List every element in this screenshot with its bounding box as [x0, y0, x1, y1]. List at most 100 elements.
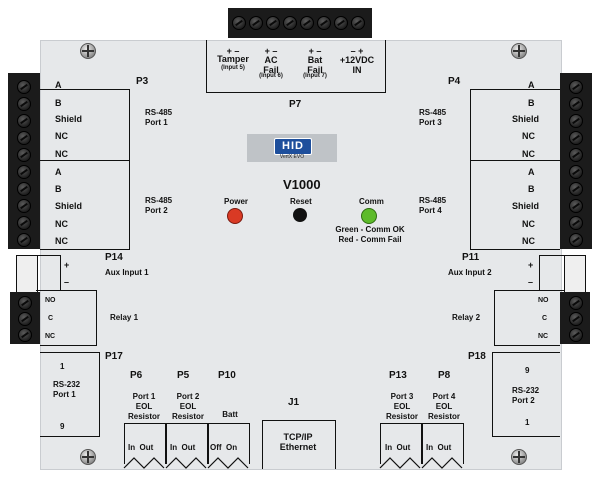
divider: [470, 160, 560, 161]
p3-pin-b: B: [55, 98, 62, 108]
rs485-port1-label: RS-485 Port 1: [145, 108, 173, 127]
relay1-pin-c: C: [48, 315, 54, 322]
terminal-screw: [17, 97, 31, 111]
aux2-minus: –: [528, 277, 534, 287]
p6-label: P6: [130, 370, 143, 381]
p6-pins: In Out: [128, 443, 154, 452]
divider: [470, 89, 560, 90]
mount-screw-icon: [511, 43, 527, 59]
mount-screw-icon: [80, 43, 96, 59]
p10-label: P10: [218, 370, 236, 381]
power-label: Power: [224, 197, 249, 206]
p13-label: P13: [389, 370, 407, 381]
terminal-screw: [17, 131, 31, 145]
p2-pin-nc2: NC: [55, 236, 68, 246]
comm-note: Green - Comm OK Red - Comm Fail: [335, 225, 405, 244]
terminal-screw: [17, 216, 31, 230]
terminal-screw: [569, 312, 583, 326]
terminal-screw: [17, 80, 31, 94]
relay2-pin-c: C: [542, 315, 548, 322]
rs485-port2-label: RS-485 Port 2: [145, 196, 173, 215]
batt-label: Batt: [222, 410, 238, 419]
mount-screw-icon: [511, 449, 527, 465]
terminal-screw: [569, 216, 583, 230]
aux2-plus: +: [528, 260, 534, 270]
p11-label: P11: [462, 252, 480, 263]
p4b-pin-a: A: [528, 167, 535, 177]
p3-pin-a: A: [55, 80, 62, 90]
rs232-port2-label: RS-232 Port 2: [512, 386, 540, 405]
terminal-screw: [569, 148, 583, 162]
rs232-2-pin1: 1: [525, 418, 530, 427]
terminal-screw: [351, 16, 365, 30]
p10-pins: Off On: [210, 443, 238, 452]
terminal-screw: [17, 233, 31, 247]
p4b-pin-nc1: NC: [522, 219, 535, 229]
p5-box: [166, 423, 208, 464]
relay1-label: Relay 1: [110, 313, 139, 322]
p4b-pin-b: B: [528, 184, 535, 194]
divider: [540, 255, 564, 256]
terminal-screw: [17, 148, 31, 162]
port3-eol-label: Port 3 EOL Resistor: [385, 392, 418, 421]
power-led-icon: [227, 208, 243, 224]
p2-pin-nc1: NC: [55, 219, 68, 229]
terminal-screw: [334, 16, 348, 30]
tamper-sub: (Input 5): [221, 65, 245, 71]
p8-box: [422, 423, 464, 464]
terminal-screw: [17, 165, 31, 179]
p17-label: P17: [105, 351, 123, 362]
relay2-label: Relay 2: [452, 313, 481, 322]
jumper-zigzag-p6: [123, 457, 165, 469]
controller-board: [40, 40, 562, 470]
p4b-pin-nc2: NC: [522, 236, 535, 246]
port4-eol-label: Port 4 EOL Resistor: [427, 392, 460, 421]
divider: [40, 249, 130, 250]
mount-screw-icon: [80, 449, 96, 465]
terminal-screw: [266, 16, 280, 30]
terminal-screw: [569, 199, 583, 213]
divider: [492, 436, 560, 437]
divider: [60, 255, 61, 291]
rs232-port1-label: RS-232 Port 1: [53, 380, 81, 399]
terminal-screw: [317, 16, 331, 30]
p2-pin-a: A: [55, 167, 62, 177]
p8-pins: In Out: [426, 443, 452, 452]
terminal-screw: [17, 182, 31, 196]
p3-pin-nc2: NC: [55, 149, 68, 159]
p4-label: P4: [448, 76, 461, 87]
dc-in-sign: – +: [350, 46, 364, 56]
jumper-zigzag-p8: [421, 457, 463, 469]
rs485-port4-label: RS-485 Port 4: [419, 196, 447, 215]
divider: [494, 290, 495, 346]
ethernet-jack[interactable]: [262, 420, 336, 469]
divider: [492, 352, 493, 436]
divider: [40, 352, 100, 353]
port2-eol-label: Port 2 EOL Resistor: [171, 392, 204, 421]
terminal-screw: [18, 328, 32, 342]
divider: [40, 160, 130, 161]
divider: [492, 352, 560, 353]
jumper-zigzag-p13: [379, 457, 421, 469]
p4-pin-b: B: [528, 98, 535, 108]
relay2-pin-no: NO: [538, 297, 549, 304]
aux-input1-label: Aux Input 1: [105, 268, 149, 277]
divider: [470, 249, 560, 250]
divider: [36, 255, 60, 256]
p4-pin-nc2: NC: [522, 149, 535, 159]
bat-fail-sign: + –: [308, 46, 322, 56]
ac-fail-label: AC Fail: [263, 55, 279, 75]
terminal-screw: [569, 114, 583, 128]
terminal-screw: [249, 16, 263, 30]
reset-button[interactable]: [293, 208, 307, 222]
relay2-pin-nc: NC: [538, 333, 549, 340]
comm-label: Comm: [359, 197, 384, 206]
j1-label: J1: [288, 397, 300, 408]
relay1-pin-nc: NC: [45, 333, 56, 340]
relay1-pin-no: NO: [45, 297, 56, 304]
terminal-screw: [17, 114, 31, 128]
p2-pin-b: B: [55, 184, 62, 194]
terminal-screw: [283, 16, 297, 30]
p7-label: P7: [289, 99, 302, 110]
